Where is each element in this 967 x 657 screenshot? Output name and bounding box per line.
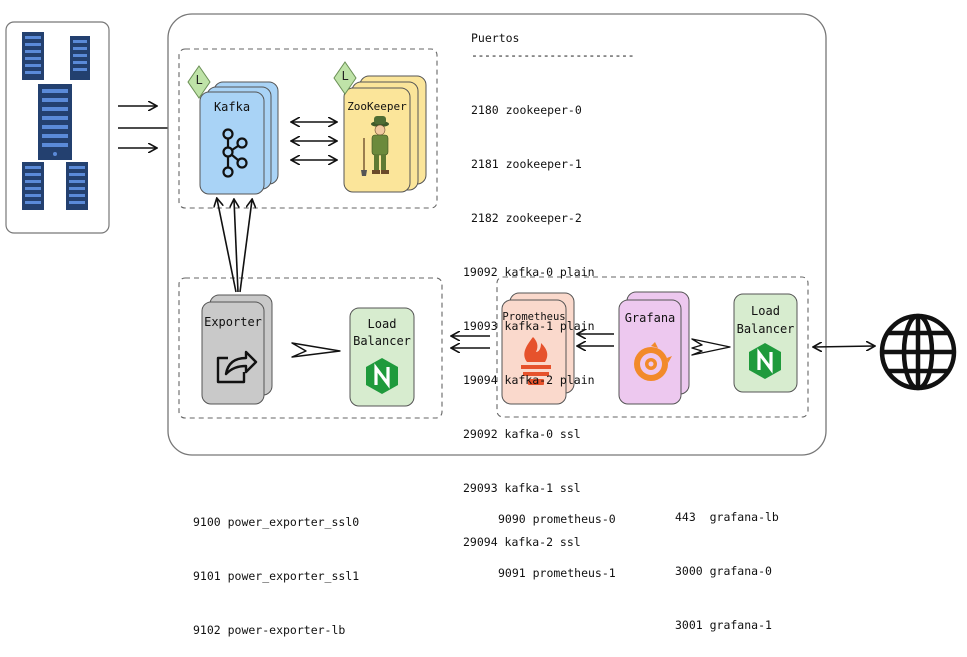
arrow-lb-grafana: [691, 338, 731, 356]
globe-icon: [879, 313, 957, 391]
exporter-port-item: 9102 power-exporter-lb: [193, 623, 346, 637]
zookeeper-leader-badge: [333, 61, 357, 95]
load-balancer-left-label-2: Balancer: [353, 334, 411, 348]
kafka-cards: [199, 81, 279, 195]
monitoring-group: [496, 276, 809, 418]
prometheus-ports: 9090 prometheus-0 9091 prometheus-1: [498, 474, 616, 600]
grafana-ports: 443 grafana-lb 3000 grafana-0 3001 grafa…: [675, 472, 779, 652]
grafana-port-item: 3000 grafana-0: [675, 564, 772, 578]
prometheus-port-item: 9090 prometheus-0: [498, 512, 616, 526]
prometheus-flame-icon: [521, 337, 551, 385]
server-racks-icon: [22, 32, 90, 210]
arrow-internet-lb: [814, 346, 874, 347]
exporter-ports: 9100 power_exporter_ssl0 9101 power_expo…: [193, 477, 359, 657]
exporter-cards: [201, 294, 273, 405]
architecture-diagram: [5, 13, 957, 456]
arrow-exporter-kafka-1: [217, 199, 237, 293]
load-balancer-right-label-1: Load: [751, 304, 780, 318]
zookeeper-label: ZooKeeper: [347, 100, 407, 113]
port-item: 19094 kafka-2 plain: [463, 373, 595, 387]
prometheus-port-item: 9091 prometheus-1: [498, 566, 616, 580]
port-item: 19093 kafka-1 plain: [463, 319, 595, 333]
exporter-port-item: 9100 power_exporter_ssl0: [193, 515, 360, 529]
prometheus-label: Prometheus: [502, 311, 566, 323]
grafana-swirl-icon: [634, 342, 672, 381]
grafana-port-item: 3001 grafana-1: [675, 618, 772, 632]
arrow-exporter-kafka-3: [239, 200, 252, 293]
nginx-icon: [749, 343, 781, 379]
arrow-lb-exporter: [291, 342, 341, 358]
port-item: 2182 zookeeper-2: [471, 211, 582, 225]
load-balancer-left-label-1: Load: [367, 317, 397, 331]
ports-separator: -------------------------: [471, 48, 635, 62]
share-export-icon: [216, 350, 258, 384]
port-item: 29092 kafka-0 ssl: [463, 427, 581, 441]
port-item: 2180 zookeeper-0: [471, 103, 582, 117]
grafana-port-item: 443 grafana-lb: [675, 510, 779, 524]
port-item: 19092 kafka-0 plain: [463, 265, 595, 279]
port-item: 29093 kafka-1 ssl: [463, 481, 581, 495]
zookeeper-leader-text: L: [341, 69, 349, 83]
exporter-group: [178, 277, 443, 419]
zookeeper-keeper-icon: [361, 116, 389, 176]
kafka-label: Kafka: [213, 100, 251, 114]
load-balancer-right-label-2: Balancer: [736, 322, 795, 336]
exporter-label: Exporter: [204, 315, 262, 329]
ports-title: Puertos: [471, 31, 520, 45]
grafana-label: Grafana: [624, 311, 676, 325]
kafka-leader-text: L: [195, 73, 203, 87]
zookeeper-cards: [343, 75, 427, 193]
kafka-icon: [222, 128, 248, 178]
arrow-exporter-kafka-2: [234, 200, 238, 293]
exporter-port-item: 9101 power_exporter_ssl1: [193, 569, 360, 583]
kafka-group: [178, 48, 438, 209]
nginx-icon: [366, 358, 398, 394]
kafka-leader-badge: [187, 65, 211, 99]
port-item: 2181 zookeeper-1: [471, 157, 582, 171]
